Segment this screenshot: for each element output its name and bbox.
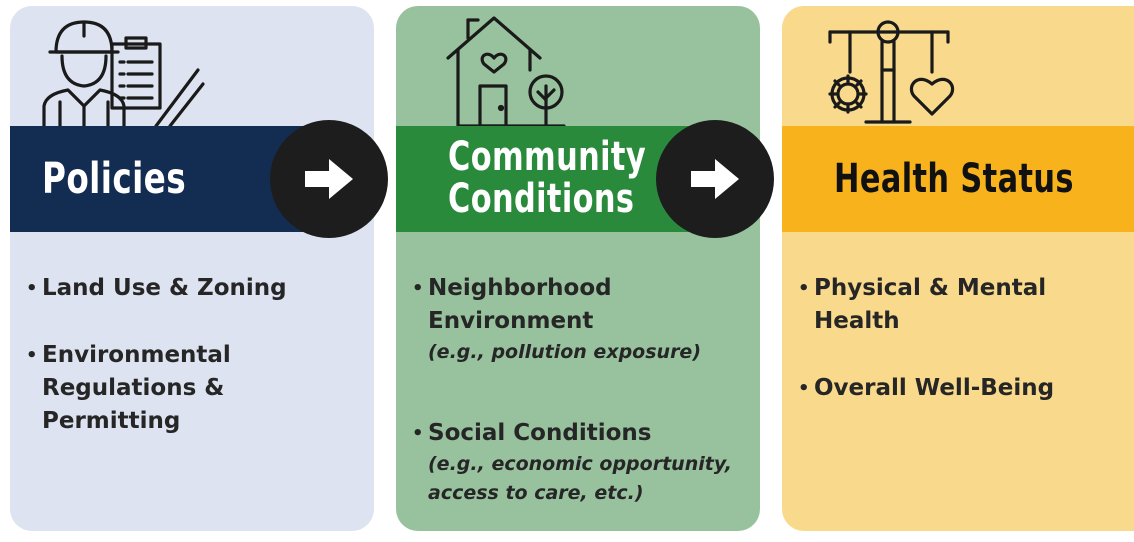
health-status-title: Health Status (834, 156, 1074, 202)
list-item: Physical & Mental Health (798, 272, 1128, 338)
arrow-circle-2 (656, 120, 774, 238)
item-example: (e.g., pollution exposure) (428, 341, 702, 363)
arrow-right-icon (305, 159, 353, 199)
item-text: Physical & Mental Health (814, 275, 1047, 334)
community-conditions-band: Community Conditions (396, 126, 706, 232)
list-item: Neighborhood Environment (e.g., pollutio… (412, 272, 762, 367)
list-item: Environmental Regulations & Permitting (26, 339, 346, 438)
health-status-list: Physical & Mental Health Overall Well-Be… (798, 272, 1128, 439)
list-item: Land Use & Zoning (26, 272, 346, 305)
scale-with-gear-and-heart-icon (828, 20, 955, 124)
item-example: (e.g., economic opportunity, access to c… (428, 453, 732, 504)
item-text: Environmental Regulations & Permitting (42, 342, 231, 434)
policies-title: Policies (42, 154, 187, 204)
list-item: Social Conditions (e.g., economic opport… (412, 417, 762, 508)
list-item: Overall Well-Being (798, 372, 1128, 405)
item-text: Neighborhood Environment (428, 275, 612, 334)
item-text: Social Conditions (428, 420, 652, 446)
house-with-heart-and-tree-icon (446, 16, 566, 128)
community-conditions-title-line-2: Conditions (448, 176, 635, 222)
policies-list: Land Use & Zoning Environmental Regulati… (26, 272, 346, 472)
health-status-band: Health Status (782, 126, 1134, 232)
arrow-right-icon (691, 159, 739, 199)
arrow-circle-1 (270, 120, 388, 238)
community-conditions-title: Community Conditions (448, 136, 646, 220)
construction-worker-with-clipboard-icon (42, 20, 205, 128)
community-conditions-list: Neighborhood Environment (e.g., pollutio… (412, 272, 762, 542)
item-text: Land Use & Zoning (42, 275, 287, 301)
item-text: Overall Well-Being (814, 375, 1055, 401)
health-status-panel (782, 6, 1134, 531)
community-conditions-title-line-1: Community (448, 134, 647, 180)
